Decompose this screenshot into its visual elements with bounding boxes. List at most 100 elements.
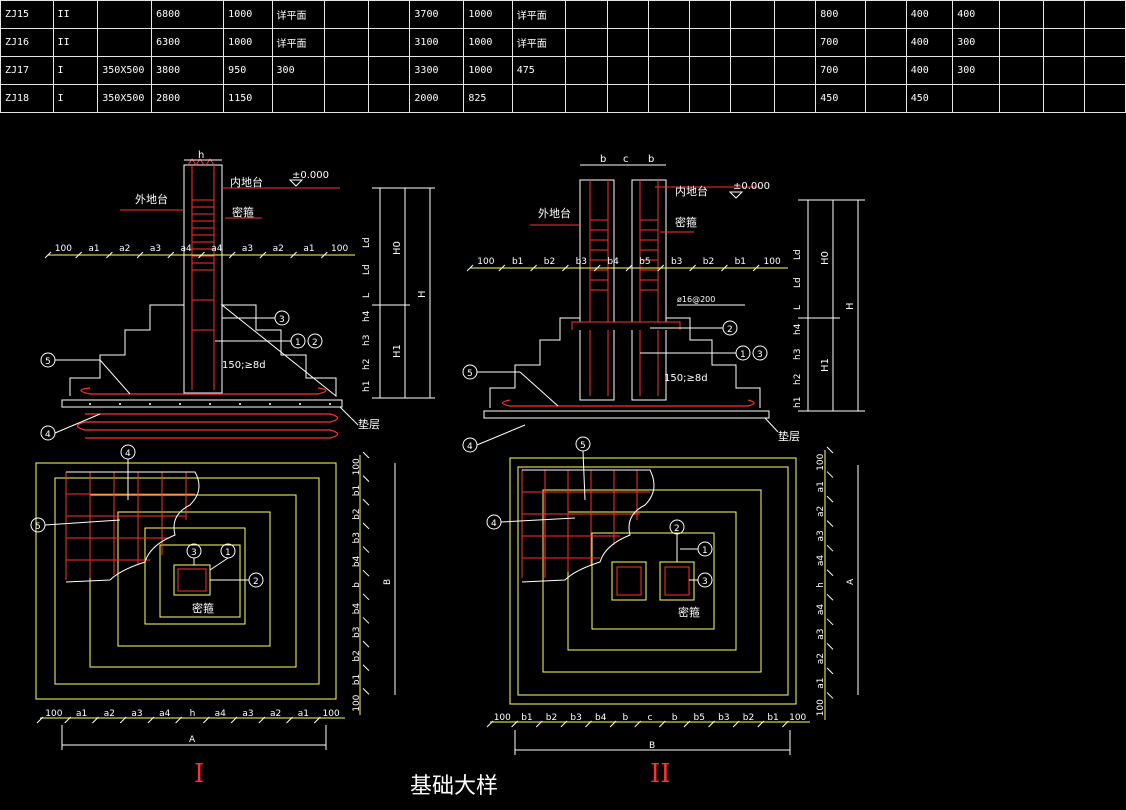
dim-tick (362, 451, 370, 459)
table-cell: 1000 (463, 56, 513, 85)
table-cell (564, 28, 609, 57)
dim-label: b2 (546, 713, 557, 723)
dim-label: h (190, 709, 196, 719)
ii-plan-callout-2: 2 (674, 524, 680, 534)
table-cell: ZJ15 (0, 0, 54, 29)
table-cell (1042, 84, 1085, 113)
dim-label: a4 (211, 244, 223, 254)
dim-tick (362, 688, 370, 695)
ii-dim-h0: H0 (820, 251, 831, 265)
ii-outer-floor-label: 外地台 (538, 206, 571, 220)
ii-rebar-spec: ø16@200 (677, 295, 715, 304)
table-cell (368, 84, 411, 113)
table-cell (368, 56, 411, 85)
dim-label: a2 (119, 244, 130, 254)
base-rebar (76, 387, 339, 439)
dim-tick (175, 716, 182, 724)
table-cell: 825 (463, 84, 513, 113)
table-cell (607, 56, 650, 85)
table-cell (952, 84, 1000, 113)
dim-tick (167, 251, 175, 259)
dim-label: b2 (352, 650, 362, 661)
table-cell (1083, 56, 1126, 85)
dim-label: b1 (512, 257, 523, 267)
table-cell (730, 84, 776, 113)
dim-tick (320, 251, 328, 259)
table-cell: 3800 (151, 56, 225, 85)
ii-top-b1: b (600, 154, 606, 165)
table-cell (774, 56, 817, 85)
plan-callout-2: 2 (253, 577, 259, 587)
dim-label: a2 (270, 709, 281, 719)
dim-tick (752, 264, 760, 272)
table-cell (1083, 84, 1126, 113)
dim-label: c (648, 713, 653, 723)
dim-tick (826, 446, 834, 454)
dim-tick (658, 720, 666, 728)
table-cell: 450 (815, 84, 866, 113)
column-outline (183, 164, 223, 394)
dim-tick (106, 251, 113, 259)
plan-dim-a: A (189, 735, 196, 745)
dim-tick (657, 264, 665, 272)
table-cell: 3700 (409, 0, 465, 29)
dim-l: L (362, 293, 372, 298)
dim-tick (826, 643, 834, 650)
dim-tick (228, 251, 236, 259)
callout-4: 4 (45, 430, 51, 440)
table-cell (648, 28, 691, 57)
stirrup-label: 密箍 (232, 205, 254, 219)
dim-tick (362, 475, 370, 482)
dim-ld2: Ld (362, 264, 372, 275)
dim-label: b1 (767, 713, 778, 723)
dim-tick (44, 251, 52, 259)
plan-callout-4: 4 (125, 449, 131, 459)
table-cell: 350X500 (97, 84, 153, 113)
dim-tick (36, 716, 44, 724)
ii-callout-5: 5 (467, 369, 473, 379)
mesh-rebar (65, 471, 195, 580)
ii-cushion-label: 垫层 (778, 429, 800, 443)
dim-label: 100 (494, 713, 511, 723)
dim-tick (259, 251, 267, 259)
dim-label: b2 (743, 713, 754, 723)
column-width-label: h (198, 150, 204, 161)
dim-label: b5 (694, 713, 705, 723)
dim-tick (708, 720, 715, 728)
dim-tick (362, 664, 370, 672)
dim-tick (313, 716, 321, 724)
dim-tick (362, 522, 370, 530)
dim-tick (732, 720, 740, 728)
dim-label: 100 (352, 458, 362, 475)
dim-label: a1 (816, 481, 826, 492)
dim-h-total: H (417, 290, 428, 298)
table-cell: 700 (815, 28, 866, 57)
plan-callout-3: 3 (191, 548, 197, 558)
dim-tick (92, 716, 99, 724)
dim-tick (290, 251, 297, 259)
table-cell: 2800 (151, 84, 225, 113)
dim-label: b (352, 582, 362, 588)
dim-tick (625, 264, 633, 272)
dim-tick (562, 264, 569, 272)
dim-label: 100 (323, 709, 340, 719)
ii-plan-callout-5: 5 (580, 441, 586, 451)
dim-h2: h2 (362, 359, 372, 370)
dim-tick (826, 667, 834, 675)
dim-label: a2 (816, 653, 826, 664)
dim-tick (826, 593, 834, 601)
dim-label: a3 (242, 244, 253, 254)
table-cell: ZJ18 (0, 84, 54, 113)
callout-2: 2 (312, 338, 318, 348)
dim-tick (535, 720, 543, 728)
table-cell (324, 84, 370, 113)
table-cell: 详平面 (271, 0, 326, 29)
ii-dim-h-total: H (845, 302, 856, 310)
dim-tick (560, 720, 568, 728)
ii-dim-h3: h3 (793, 349, 803, 360)
